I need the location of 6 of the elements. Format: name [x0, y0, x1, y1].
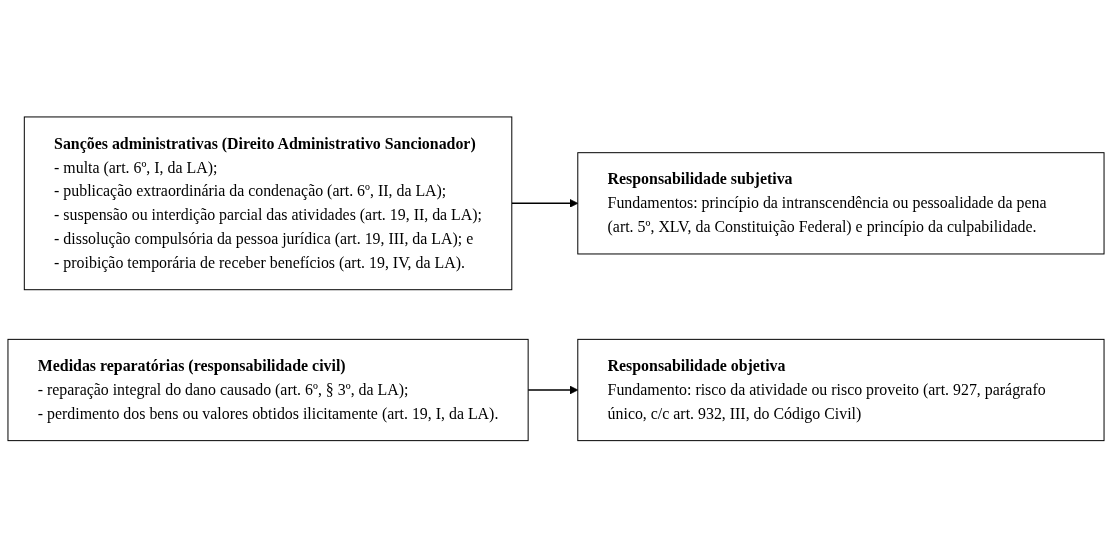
arrow — [511, 198, 579, 208]
arrow — [527, 385, 579, 395]
node-box: Responsabilidade objetiva Fundamento: risco da atividade ou risco proveito (art. 927, parágrafo único, c/c art. 932, III, do Código Civil) — [577, 338, 1105, 441]
node-box: Responsabilidade subjetiva Fundamentos: princípio da intranscendência ou pessoalidade da pena (art. 5º, XLV, da Constituição Federal) e princípio da culpabilidade. — [577, 151, 1105, 255]
node-box: Medidas reparatórias (responsabilidade civil) - reparação integral do dano causado (art. 6º, § 3º, da LA); - perdimento dos bens ou valores obtidos ilicitamente (art. 19, I, da LA). — [7, 338, 529, 441]
node-box: Sanções administrativas (Direito Administrativo Sancionador) - multa (art. 6º, I, da LA); - publicação extraordinária da condenação (art. 6º, II, da LA); - suspensão ou interdição parcial das atividades (art. 19, II, da LA); - dissolução compulsória da pessoa jurídica (art. 19, III, da LA); e - proibição temporária de receber benefícios (art. 19, IV, da LA). — [23, 116, 513, 290]
